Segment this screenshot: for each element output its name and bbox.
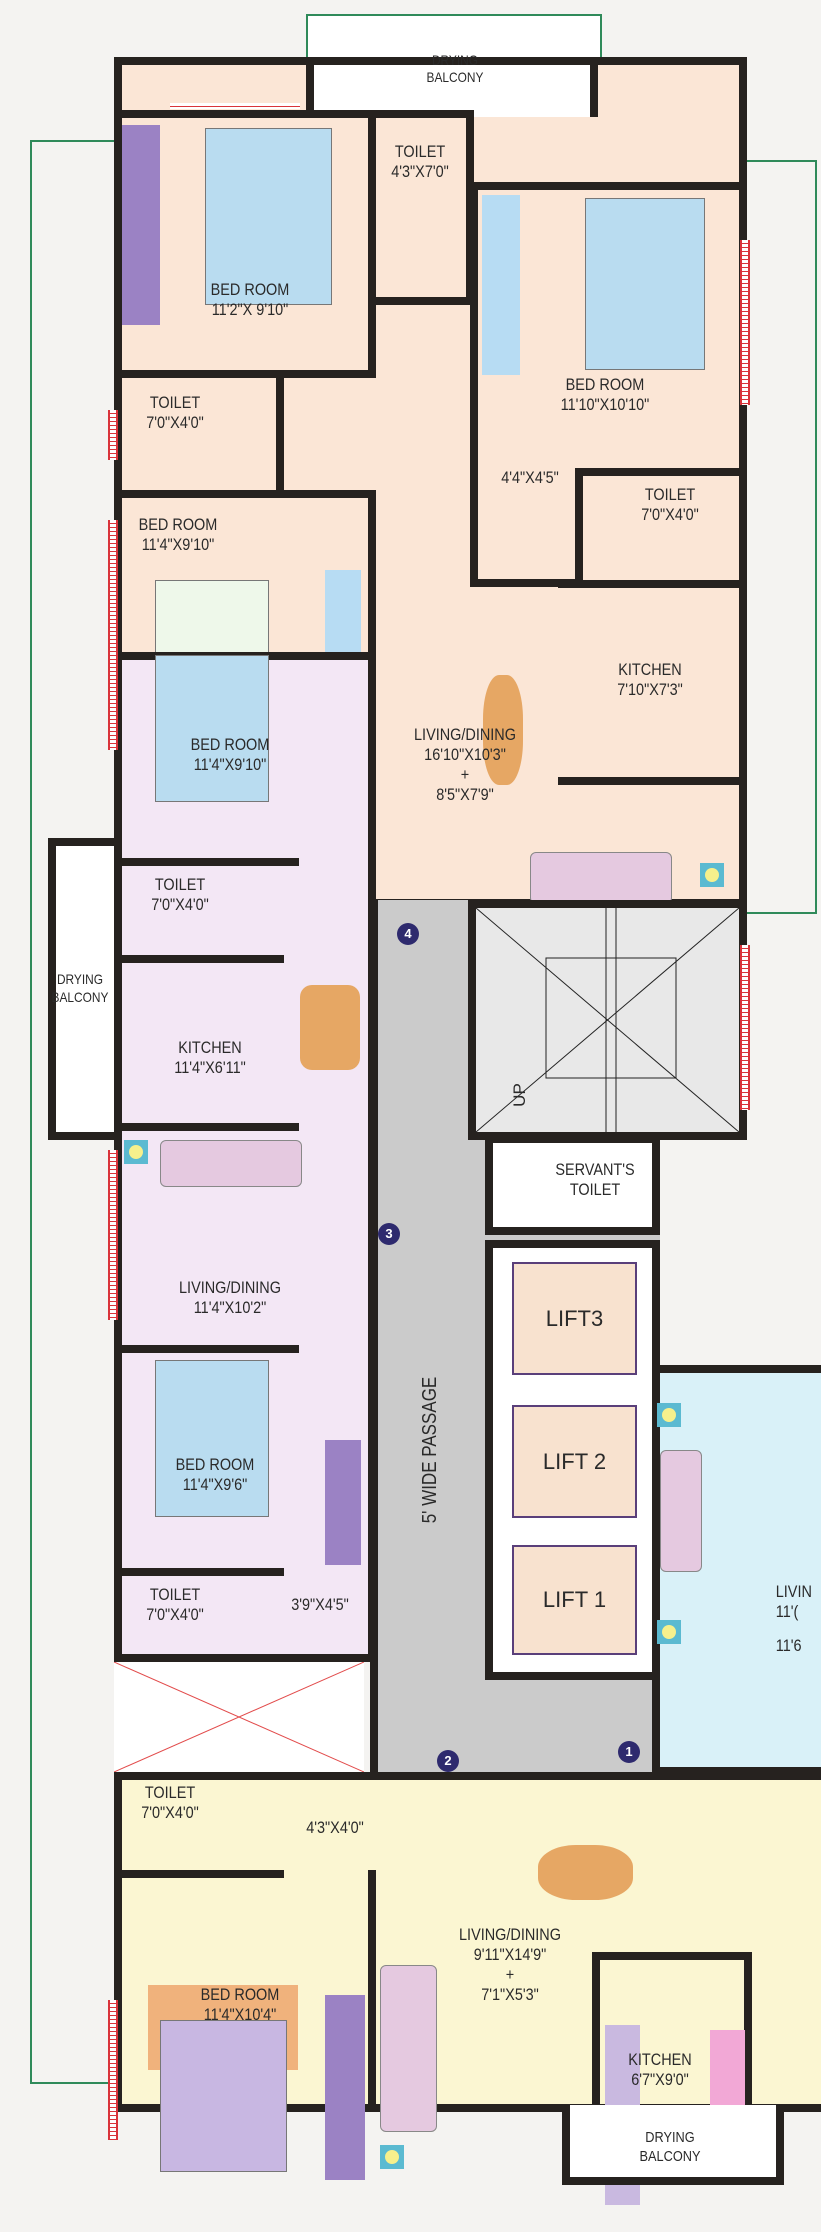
bed bbox=[585, 198, 705, 370]
wall bbox=[114, 858, 299, 866]
window bbox=[108, 1150, 118, 1320]
bottom-lobby-label: 4'3"X4'0" bbox=[306, 1818, 364, 1837]
stair-lines bbox=[476, 908, 739, 1132]
left-outline bbox=[30, 140, 116, 2084]
window bbox=[108, 2000, 118, 2140]
bed bbox=[205, 128, 332, 305]
bed bbox=[155, 655, 269, 802]
wall bbox=[368, 1870, 376, 2110]
sofa bbox=[660, 1450, 702, 1572]
top-toilet-2[interactable] bbox=[114, 370, 284, 498]
wall bbox=[114, 1123, 299, 1131]
lift-1[interactable]: LIFT 1 bbox=[512, 1545, 637, 1655]
right-outline bbox=[745, 160, 817, 914]
sofa bbox=[160, 1140, 302, 1187]
lamp-icon bbox=[380, 2145, 404, 2169]
unit-number-3[interactable]: 3 bbox=[378, 1223, 400, 1245]
open-void bbox=[113, 1661, 365, 1773]
window bbox=[740, 945, 750, 1110]
bed bbox=[155, 1360, 269, 1517]
dining-table bbox=[538, 1845, 633, 1900]
passage-label: 5' WIDE PASSAGE bbox=[419, 1376, 441, 1524]
window bbox=[170, 103, 300, 109]
unit-number-2[interactable]: 2 bbox=[437, 1750, 459, 1772]
wardrobe bbox=[325, 1995, 365, 2180]
bottom-drying-balcony bbox=[562, 2105, 784, 2185]
wardrobe bbox=[325, 1440, 361, 1565]
unit-number-4[interactable]: 4 bbox=[397, 923, 419, 945]
top-drying-balcony bbox=[306, 57, 598, 117]
lamp-icon bbox=[700, 863, 724, 887]
top-lobby-label: 4'4"X4'5" bbox=[501, 468, 559, 487]
sofa bbox=[530, 852, 672, 904]
bed bbox=[160, 2020, 287, 2172]
left-drying-balcony bbox=[48, 838, 122, 1140]
lamp-icon bbox=[124, 1140, 148, 1164]
wall bbox=[114, 955, 284, 963]
wall bbox=[114, 1345, 299, 1353]
top-toilet-1[interactable] bbox=[368, 110, 474, 305]
dining-table bbox=[483, 675, 523, 785]
servant-toilet[interactable] bbox=[485, 1135, 660, 1235]
lamp-icon bbox=[657, 1620, 681, 1644]
lamp-icon bbox=[657, 1403, 681, 1427]
left-lobby-label: 3'9"X4'5" bbox=[291, 1595, 349, 1614]
dining-table bbox=[300, 985, 360, 1070]
lift-2[interactable]: LIFT 2 bbox=[512, 1405, 637, 1518]
window bbox=[740, 240, 750, 405]
void-cross bbox=[113, 1661, 365, 1773]
wall bbox=[114, 1870, 284, 1878]
wardrobe bbox=[482, 195, 520, 375]
window bbox=[108, 520, 118, 750]
top-kitchen[interactable] bbox=[558, 580, 747, 785]
sofa bbox=[380, 1965, 437, 2132]
lift-3[interactable]: LIFT3 bbox=[512, 1262, 637, 1375]
wall bbox=[114, 1568, 284, 1576]
window bbox=[108, 410, 118, 460]
wardrobe bbox=[122, 125, 160, 325]
staircase[interactable] bbox=[468, 900, 747, 1140]
stair-up-label: UP bbox=[510, 1083, 529, 1107]
unit-number-1[interactable]: 1 bbox=[618, 1741, 640, 1763]
